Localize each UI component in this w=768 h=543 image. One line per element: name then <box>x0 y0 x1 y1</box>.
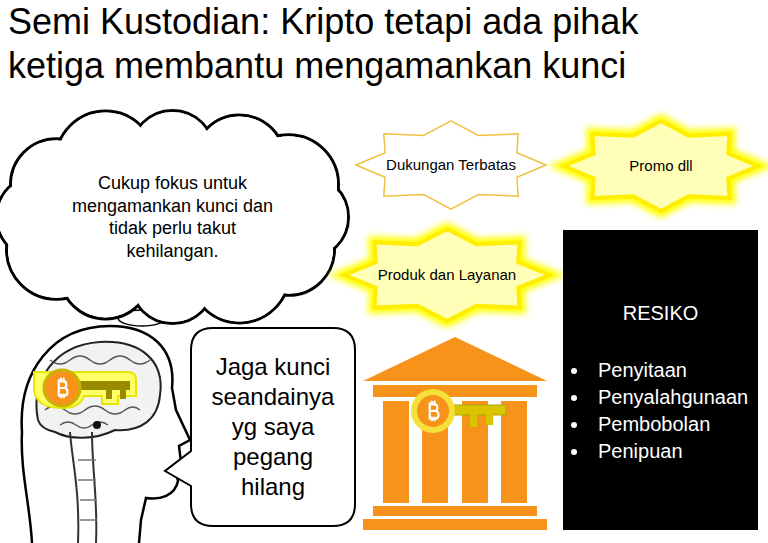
risk-panel: RESIKO PenyitaanPenyalahgunaanPembobolanP… <box>563 230 758 530</box>
star-badge: Promo dll <box>560 118 762 214</box>
node-content: RESIKO PenyitaanPenyalahgunaanPembobolanP… <box>563 230 758 530</box>
star-badge: Dukungan Terbatas <box>352 118 550 212</box>
badge-text: Promo dll <box>629 157 692 176</box>
speech-bubble: Jaga kunci seandainya yg saya pegang hil… <box>163 326 357 528</box>
node-content: Dukungan Terbatas <box>352 118 550 212</box>
node-outline <box>5 122 340 312</box>
node-content: Jaga kunci seandainya yg saya pegang hil… <box>163 326 357 528</box>
star-badge: Produk dan Layanan <box>340 226 554 324</box>
bank-key <box>411 389 506 433</box>
head-illustration <box>22 326 190 543</box>
node-text: Cukup fokus untuk mengamankan kunci dan … <box>65 172 280 262</box>
risk-item: Penyalahgunaan <box>571 384 754 411</box>
bank-illustration <box>363 337 547 530</box>
risk-item: Pembobolan <box>571 411 754 438</box>
thought-cloud: Cukup fokus untuk mengamankan kunci dan … <box>5 122 340 312</box>
node-content: Promo dll <box>560 118 762 214</box>
node-content: Produk dan Layanan <box>340 226 554 324</box>
panel-heading: RESIKO <box>567 300 754 327</box>
title-heading: Semi Kustodian: Kripto tetapi ada pihak … <box>8 0 743 88</box>
risk-list: PenyitaanPenyalahgunaanPembobolanPenipua… <box>567 357 754 465</box>
badge-text: Dukungan Terbatas <box>386 156 516 175</box>
badge-text: Produk dan Layanan <box>378 266 516 285</box>
node-content: Cukup fokus untuk mengamankan kunci dan … <box>5 122 340 312</box>
risk-item: Penipuan <box>571 438 754 465</box>
node-text: Jaga kunci seandainya yg saya pegang hil… <box>203 352 343 502</box>
risk-item: Penyitaan <box>571 357 754 384</box>
